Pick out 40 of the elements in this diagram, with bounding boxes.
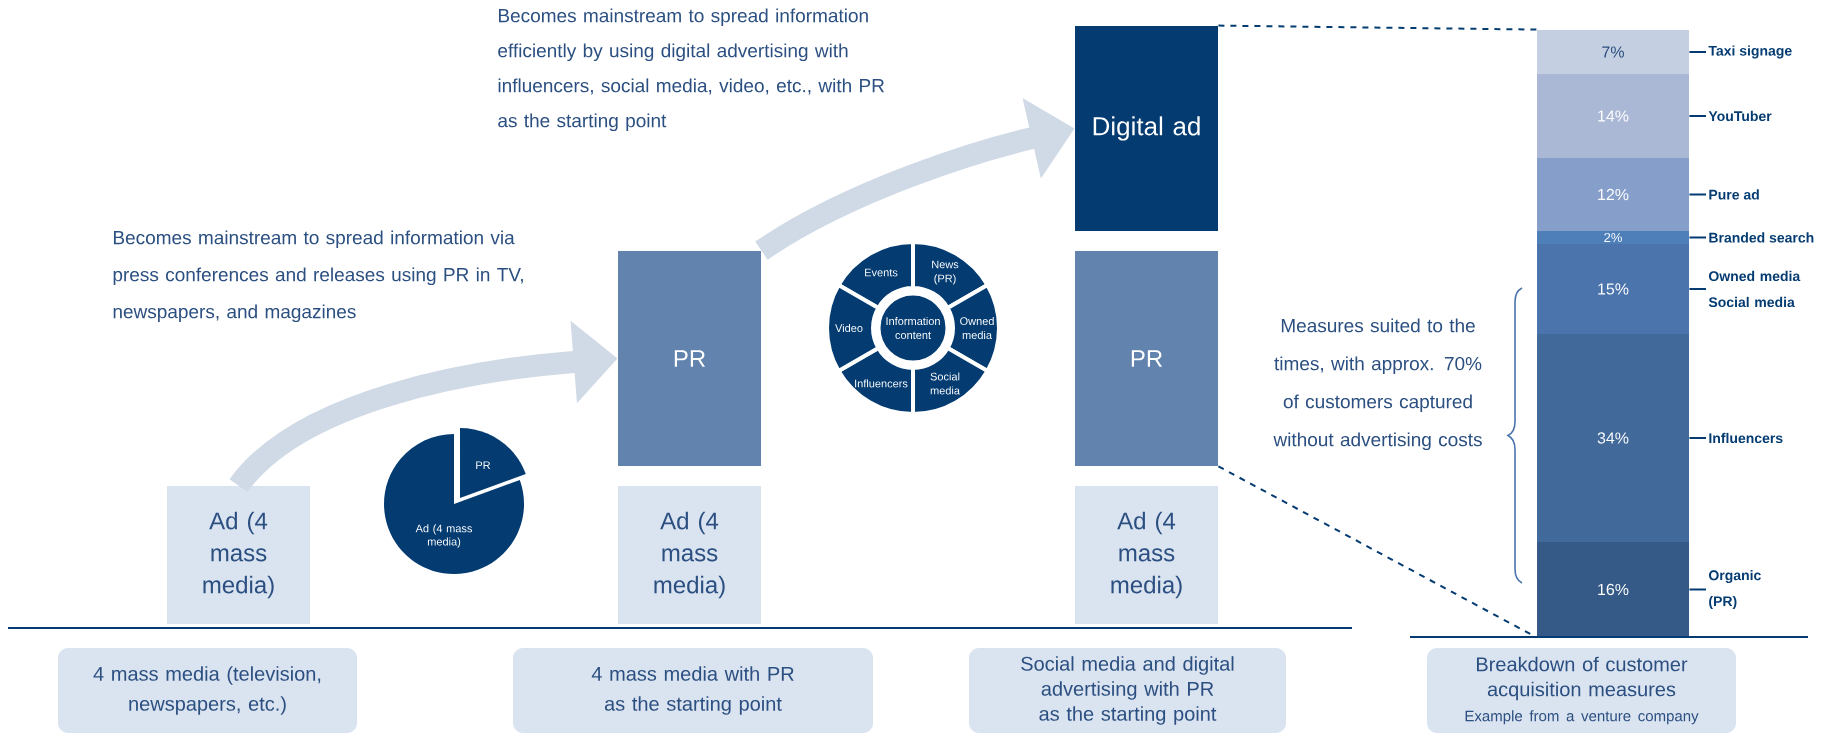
pie-chart: PR Ad (4 mass media) bbox=[384, 428, 526, 574]
zoom-line bbox=[1217, 465, 1538, 639]
ring-segment: Video bbox=[825, 283, 881, 373]
pr-box: PR bbox=[1075, 251, 1218, 466]
bar-label: Taxi signage bbox=[1708, 45, 1792, 59]
ad-box: Ad (4 mass media) bbox=[1075, 486, 1218, 624]
leader-line bbox=[1688, 437, 1707, 439]
description-text: Becomes mainstream to spread information via press conferences and releases using PR in TV, newspapers, and magazines bbox=[113, 230, 523, 323]
bar-label: Pure ad bbox=[1709, 189, 1759, 200]
description-text: Becomes mainstream to spread information efficiently by using digital advertising with influencers, social media, video, etc., with PR as the starting point bbox=[498, 8, 885, 132]
caption-box: Breakdown of customer acquisition measures Example from a venture company bbox=[1427, 648, 1736, 733]
bar-segment: 12% bbox=[1537, 158, 1689, 231]
pr-box: PR bbox=[618, 251, 761, 466]
digital-ad-box: Digital ad bbox=[1075, 26, 1218, 231]
ring-segment: Social media bbox=[911, 346, 990, 416]
bar-segment: 16% bbox=[1537, 542, 1689, 637]
bar-label: Influencers bbox=[1709, 432, 1783, 444]
bar-label: Organic (PR) bbox=[1709, 570, 1761, 610]
bar-segment: 7% bbox=[1537, 30, 1689, 74]
ad-box: Ad (4 mass media) bbox=[618, 486, 761, 624]
bar-segment: 14% bbox=[1537, 74, 1689, 158]
leader-line bbox=[1688, 588, 1707, 591]
description-text: Measures suited to the times, with approx. 70% of customers captured without advertising costs bbox=[1273, 318, 1482, 451]
bar-label: Owned media Social media bbox=[1708, 270, 1801, 308]
bar-label: Branded search bbox=[1709, 232, 1814, 243]
bar-label: YouTuber bbox=[1708, 110, 1772, 122]
caption-box: 4 mass media with PR as the starting point bbox=[513, 648, 873, 733]
caption-box: Social media and digital advertising with PR as the starting point bbox=[969, 648, 1286, 733]
ring-segment: News (PR) bbox=[911, 240, 990, 310]
ring-segment: Influencers bbox=[836, 346, 915, 416]
ad-box: Ad (4 mass media) bbox=[167, 486, 310, 624]
leader-line bbox=[1688, 236, 1707, 239]
leader-line bbox=[1688, 193, 1707, 196]
zoom-line bbox=[1217, 24, 1538, 31]
leader-line bbox=[1688, 115, 1707, 117]
leader-line bbox=[1688, 51, 1707, 53]
caption-box: 4 mass media (television, newspapers, etc.) bbox=[58, 648, 357, 733]
leader-line bbox=[1688, 288, 1707, 290]
bar-segment: 15% bbox=[1537, 244, 1689, 334]
bar-segment: 34% bbox=[1537, 334, 1689, 542]
